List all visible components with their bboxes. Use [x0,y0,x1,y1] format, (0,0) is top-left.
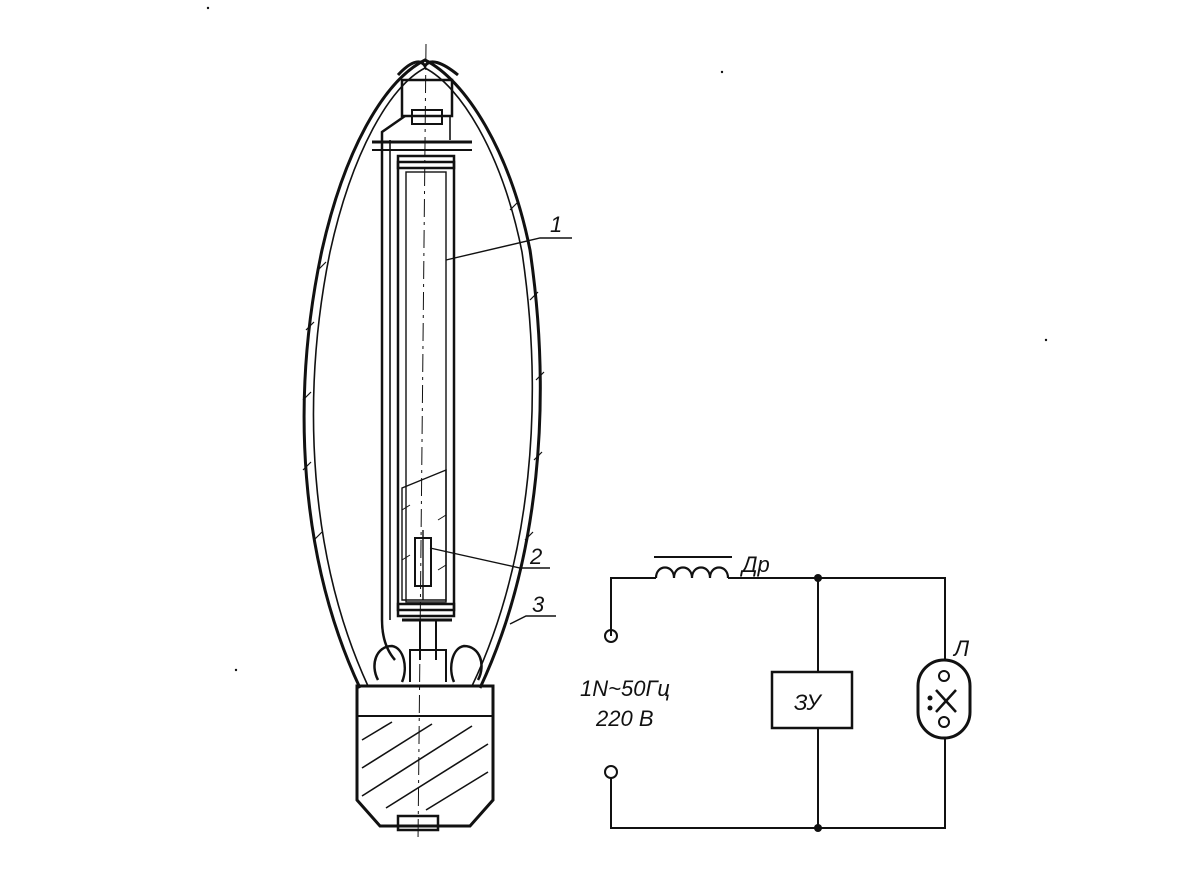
lamp-symbol [916,658,972,740]
choke-coil [654,566,730,579]
arc-tube [396,160,456,612]
junction-top [814,574,822,582]
lamp-drawing: 1 2 3 [302,43,572,843]
callout-1: 1 [550,212,562,237]
arc-tube-top-cap [396,154,456,170]
terminal-top [604,629,618,643]
supply-label-line2: 220 В [595,706,654,731]
arc-tube-bottom-cap [396,602,456,618]
lamp-base [355,684,495,828]
igniter-box [770,670,854,730]
cutaway-hatching [401,504,447,571]
callout-1-leader [445,237,572,261]
terminal-bottom [604,765,618,779]
arc-tube-inner [405,171,447,603]
support-frame-left [380,114,406,661]
circuit-diagram: Др 1N~50Гц 220 В ЗУ Л [580,552,972,832]
callout-2-leader [429,547,550,569]
wire-top-right [728,577,946,660]
lamp-symbol-label: Л [952,636,970,661]
base-thread-hatching [361,721,489,811]
wire-bottom [610,738,946,829]
scan-specks [206,6,1048,672]
igniter-label: ЗУ [794,690,823,715]
arc-tube-cutaway [401,468,447,601]
junction-bottom [814,824,822,832]
choke-label: Др [739,552,770,577]
top-support-block [400,78,454,118]
bulb-glass-hatching [302,201,545,541]
top-dome-support [396,60,459,77]
stem-loops [373,644,483,683]
wire-top-left [610,577,656,636]
supply-label-line1: 1N~50Гц [580,676,670,701]
callout-3: 3 [532,592,545,617]
top-electrode-cap [411,109,443,125]
lamp-axis [417,43,427,843]
callout-3-leader [509,615,556,625]
callout-2: 2 [529,544,542,569]
outer-bulb [302,58,542,689]
